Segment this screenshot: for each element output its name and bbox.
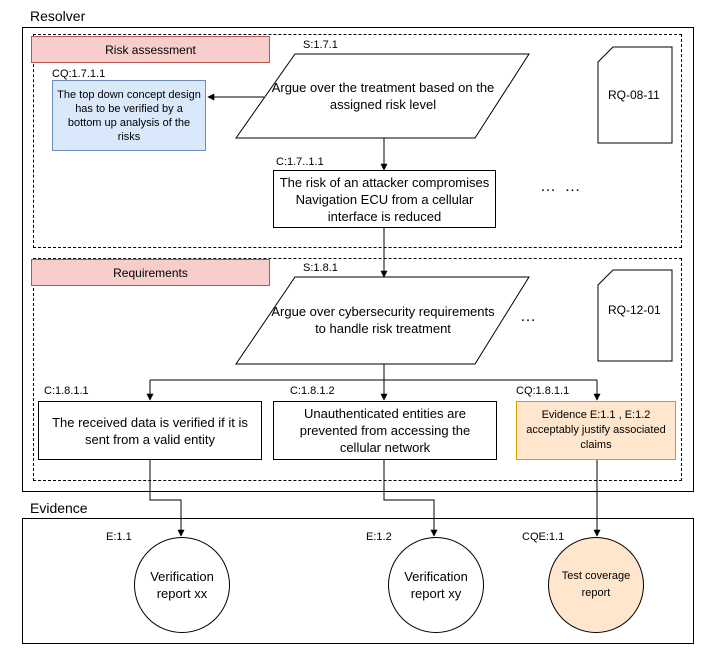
strategy-1-7-1-shape — [235, 53, 530, 139]
resolver-frame — [22, 27, 694, 492]
challenge-1-7-1-1-id: CQ:1.7.1.1 — [52, 68, 106, 80]
document-rq-08-11-label: RQ-08-11 — [608, 88, 660, 102]
document-rq-12-01-label: RQ-12-01 — [608, 303, 661, 317]
evidence-1-2-circle: Verification report xy — [388, 537, 484, 633]
evidence-cqe-1-1-id: CQE:1.1 — [522, 531, 565, 543]
risk-assessment-tag: Risk assessment — [31, 36, 270, 63]
arrow-claim-2-to-evidence — [383, 460, 438, 537]
document-rq-08-11-shape — [597, 46, 673, 144]
strategy-1-8-1-text: Argue over cybersecurity requirements to… — [271, 304, 495, 336]
strategy-1-8-1-id: S:1.8.1 — [303, 262, 338, 274]
claim-1-8-1-2-id: C:1.8.1.2 — [290, 385, 335, 397]
evidence-1-1-id: E:1.1 — [106, 531, 132, 543]
evidence-1-1-circle: Verification report xx — [134, 537, 230, 633]
evidence-title: Evidence — [30, 500, 88, 516]
challenge-1-7-1-1-box: The top down concept design has to be ve… — [52, 80, 206, 151]
claim-1-7-1-1-box: The risk of an attacker compromises Navi… — [273, 170, 496, 228]
risk-assessment-ellipsis: … … — [540, 178, 583, 195]
arrow-claim-1-to-evidence — [149, 460, 185, 537]
strategy-1-7-1-text: Argue over the treatment based on the as… — [271, 80, 495, 112]
claim-1-8-1-1-box: The received data is verified if it is s… — [38, 401, 262, 460]
evidence-1-2-id: E:1.2 — [366, 531, 392, 543]
strategy-1-8-1-shape — [235, 276, 530, 365]
strategy-1-7-1-id: S:1.7.1 — [303, 39, 338, 51]
document-rq-12-01-shape — [597, 269, 673, 362]
evidence-cqe-1-1-circle: Test coverage report — [548, 537, 644, 633]
requirements-tag: Requirements — [31, 259, 270, 286]
requirements-ellipsis: … — [520, 308, 538, 325]
question-1-8-1-1-id: CQ:1.8.1.1 — [516, 385, 570, 397]
resolver-title: Resolver — [30, 8, 86, 24]
risk-assessment-group — [33, 34, 682, 248]
claim-1-7-1-1-id: C:1.7..1.1 — [276, 156, 324, 168]
question-1-8-1-1-box: Evidence E:1.1 , E:1.2 acceptably justif… — [516, 401, 676, 460]
claim-1-8-1-2-box: Unauthenticated entities are prevented f… — [273, 401, 497, 460]
claim-1-8-1-1-id: C:1.8.1.1 — [44, 385, 89, 397]
evidence-frame — [22, 518, 694, 644]
requirements-group — [33, 258, 682, 481]
